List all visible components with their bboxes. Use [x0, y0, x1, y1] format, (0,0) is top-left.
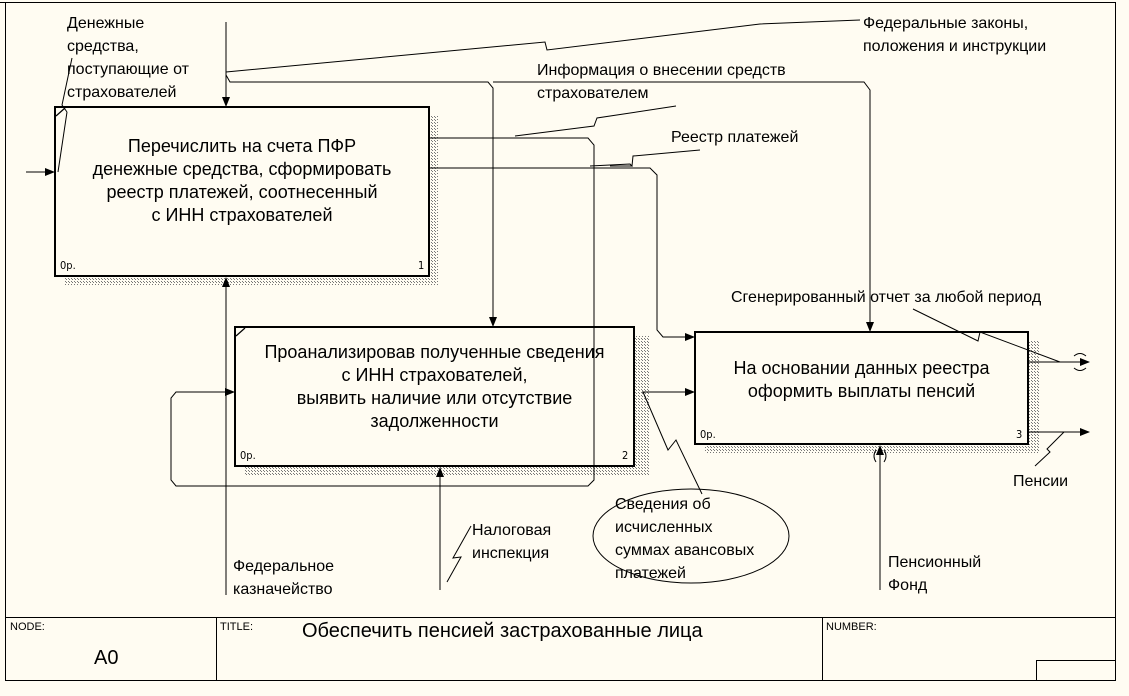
label-pensions: Пенсии: [1013, 473, 1069, 490]
arrow-info-squiggle: [514, 105, 677, 137]
arrow-control-box3[interactable]: [493, 81, 874, 332]
label-pension-fund: Пенсионный Фонд: [888, 554, 982, 594]
activity-box-2-number: 2: [622, 449, 629, 462]
note-ellipse: [592, 488, 790, 584]
arrow-pensions-leader: [1034, 431, 1065, 467]
activity-box-3-number: 3: [1016, 428, 1023, 441]
arrow-advance-leader: [642, 391, 703, 495]
corner-ticks: [55, 107, 246, 337]
activity-box-3[interactable]: [694, 331, 1029, 445]
arrow-info-contrib[interactable]: [170, 137, 595, 487]
label-advance-payments: Сведения об исчисленных суммах авансовых…: [615, 496, 755, 582]
activity-box-2-label: Проанализировав полученные сведения с ИН…: [264, 342, 605, 431]
activity-boxes: [54, 106, 1029, 467]
label-generated-report: Сгенерированный отчет за любой период: [731, 289, 1042, 306]
node-label: NODE:: [10, 621, 45, 633]
tunnel-report-icon: [1073, 353, 1087, 371]
arrow-report-leader: [912, 308, 1061, 363]
number-label: NUMBER:: [826, 621, 877, 633]
label-money-in: Денежные средства, поступающие от страхо…: [67, 15, 189, 101]
label-tax-inspection: Налоговая инспекция: [472, 522, 552, 562]
arrow-register-jog: [589, 149, 701, 168]
arrow-money-in-squiggle: [61, 57, 73, 113]
arrow-control-branch[interactable]: [225, 74, 497, 327]
node-value: A0: [94, 647, 119, 669]
diagram-title: Обеспечить пенсией застрахованные лица: [302, 620, 703, 642]
arrows: [26, 19, 1090, 595]
activity-box-2-cost: 0р.: [240, 449, 256, 462]
arrow-money-in-leader: [57, 111, 68, 173]
activity-box-1-number: 1: [418, 259, 425, 272]
activity-box-2[interactable]: [234, 326, 635, 467]
activity-box-3-cost: 0р.: [700, 428, 716, 441]
activity-box-1-label: Перечислить на счета ПФР денежные средст…: [92, 136, 392, 225]
label-payment-register: Реестр платежей: [671, 129, 799, 146]
tunnel-pension-fund-icon: [873, 449, 887, 463]
arrow-payment-register[interactable]: [429, 167, 695, 341]
label-info-contrib: Информация о внесении средств страховате…: [537, 62, 786, 102]
activity-box-1-cost: 0р.: [60, 259, 76, 272]
label-federal-laws: Федеральные законы, положения и инструкц…: [863, 15, 1047, 55]
diagram-frame: [0, 2, 1116, 681]
activity-box-3-label: На основании данных реестра оформить вып…: [733, 358, 990, 401]
arrow-federal-laws[interactable]: [225, 19, 861, 73]
title-label: TITLE:: [220, 621, 254, 633]
label-federal-treasury: Федеральное казначейство: [233, 558, 335, 598]
activity-box-1[interactable]: [54, 106, 430, 277]
arrow-tax-leader: [446, 525, 472, 583]
